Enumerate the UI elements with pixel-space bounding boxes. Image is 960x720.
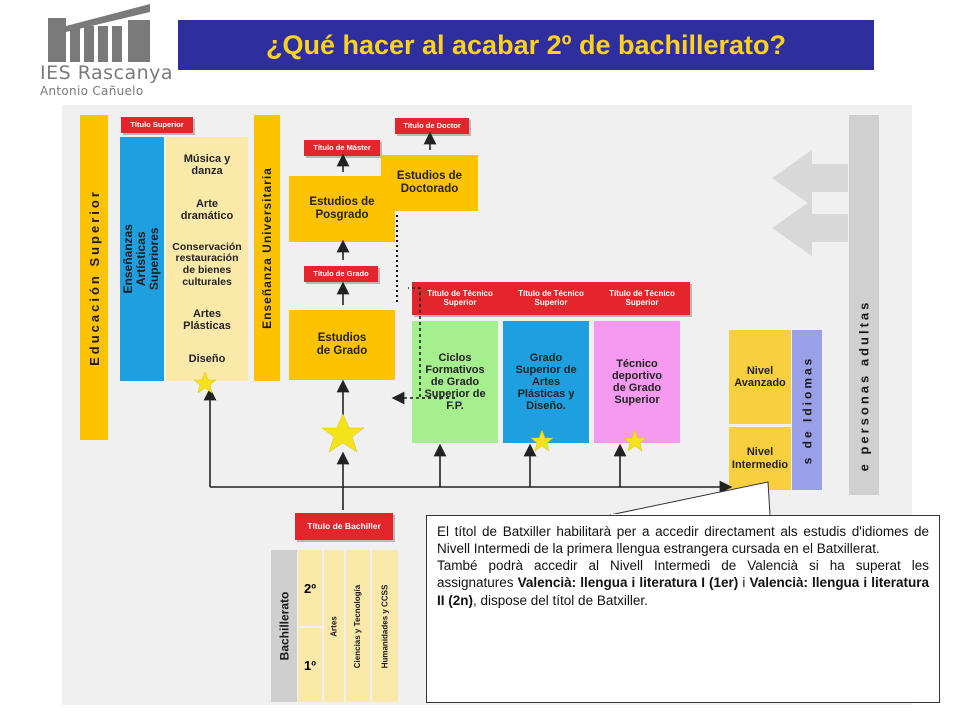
callout-text: , dispose del títol de Batxiller. bbox=[473, 592, 648, 608]
grado-box: Estudios de Grado bbox=[289, 310, 395, 380]
ciclos-formativos-box: Ciclos Formativos de Grado Superior de F… bbox=[412, 321, 498, 443]
ensenanza-universitaria-bar: Enseñanza Universitaria bbox=[254, 115, 280, 381]
titulo-bachiller-tag: Título de Bachiller bbox=[295, 513, 393, 540]
callout-bold-subject: Valencià: llengua i literatura I (1er) bbox=[517, 575, 739, 591]
callout-paragraph-1: El títol de Batxiller habilitarà per a a… bbox=[437, 524, 929, 557]
titulo-doctor-tag: Título de Doctor bbox=[395, 118, 469, 134]
artistic-item: Música y danza bbox=[183, 153, 231, 178]
posgrado-box: Estudios de Posgrado bbox=[289, 176, 395, 242]
callout-paragraph-2: També podrà accedir al Nivell Intermedi … bbox=[437, 557, 929, 608]
personas-adultas-bar: e personas adultas bbox=[849, 115, 879, 495]
titulo-tecnico-superior-tag: Título de Técnico Superior bbox=[594, 282, 690, 315]
idiomas-bar: s de Idiomas bbox=[792, 330, 822, 490]
info-callout: El títol de Batxiller habilitarà per a a… bbox=[426, 515, 940, 703]
titulo-superior-tag: Título Superior bbox=[121, 117, 193, 133]
titulo-master-tag: Título de Máster bbox=[304, 140, 380, 156]
artes-plasticas-box: Grado Superior de Artes Plásticas y Dise… bbox=[503, 321, 589, 443]
titulo-tecnico-superior-tag: Título de Técnico Superior bbox=[503, 282, 599, 315]
callout-bold-subject: Valencià: llengua i literatura II (2n) bbox=[437, 575, 929, 608]
titulo-grado-tag: Título de Grado bbox=[304, 266, 378, 282]
modalidad-artes: Artes bbox=[324, 550, 344, 702]
nivel-intermedio-box: Nivel Intermedio bbox=[729, 427, 791, 490]
artistic-item: Artes Plásticas bbox=[183, 308, 231, 333]
modalidad-humanidades: Humanidades y CCSS bbox=[372, 550, 398, 702]
school-logo-icon bbox=[48, 4, 150, 62]
titulo-tecnico-superior-tag: Título de Técnico Superior bbox=[412, 282, 508, 315]
nivel-avanzado-box: Nivel Avanzado bbox=[729, 330, 791, 424]
modalidad-ciencias: Ciencias y Tecnología bbox=[346, 550, 370, 702]
artistic-item: Conservación restauración de bienes cult… bbox=[172, 240, 242, 288]
ensenanzas-artisticas-bar: Enseñanzas Artísticas Superiores bbox=[120, 137, 164, 381]
header-bar: ¿Qué hacer al acabar 2º de bachillerato? bbox=[178, 20, 874, 70]
logo-subtitle: Antonio Cañuelo bbox=[40, 84, 144, 98]
page-title: ¿Qué hacer al acabar 2º de bachillerato? bbox=[265, 29, 787, 60]
tecnico-deportivo-box: Técnico deportivo de Grado Superior bbox=[594, 321, 680, 443]
artistic-items-panel: Música y danza Arte dramático Conservaci… bbox=[166, 137, 248, 381]
doctorado-box: Estudios de Doctorado bbox=[381, 155, 478, 211]
logo-title: IES Rascanya bbox=[40, 62, 174, 84]
curso-2-box: 2º bbox=[298, 550, 322, 626]
callout-text: També podrà accedir al Nivell Intermedi … bbox=[437, 558, 929, 591]
artistic-item: Arte dramático bbox=[180, 197, 234, 222]
callout-text: i bbox=[738, 575, 750, 591]
educacion-superior-bar: Educación Superior bbox=[80, 115, 108, 440]
artistic-item: Diseño bbox=[188, 352, 226, 365]
bachillerato-bar: Bachillerato bbox=[271, 550, 297, 702]
curso-1-box: 1º bbox=[298, 628, 322, 702]
